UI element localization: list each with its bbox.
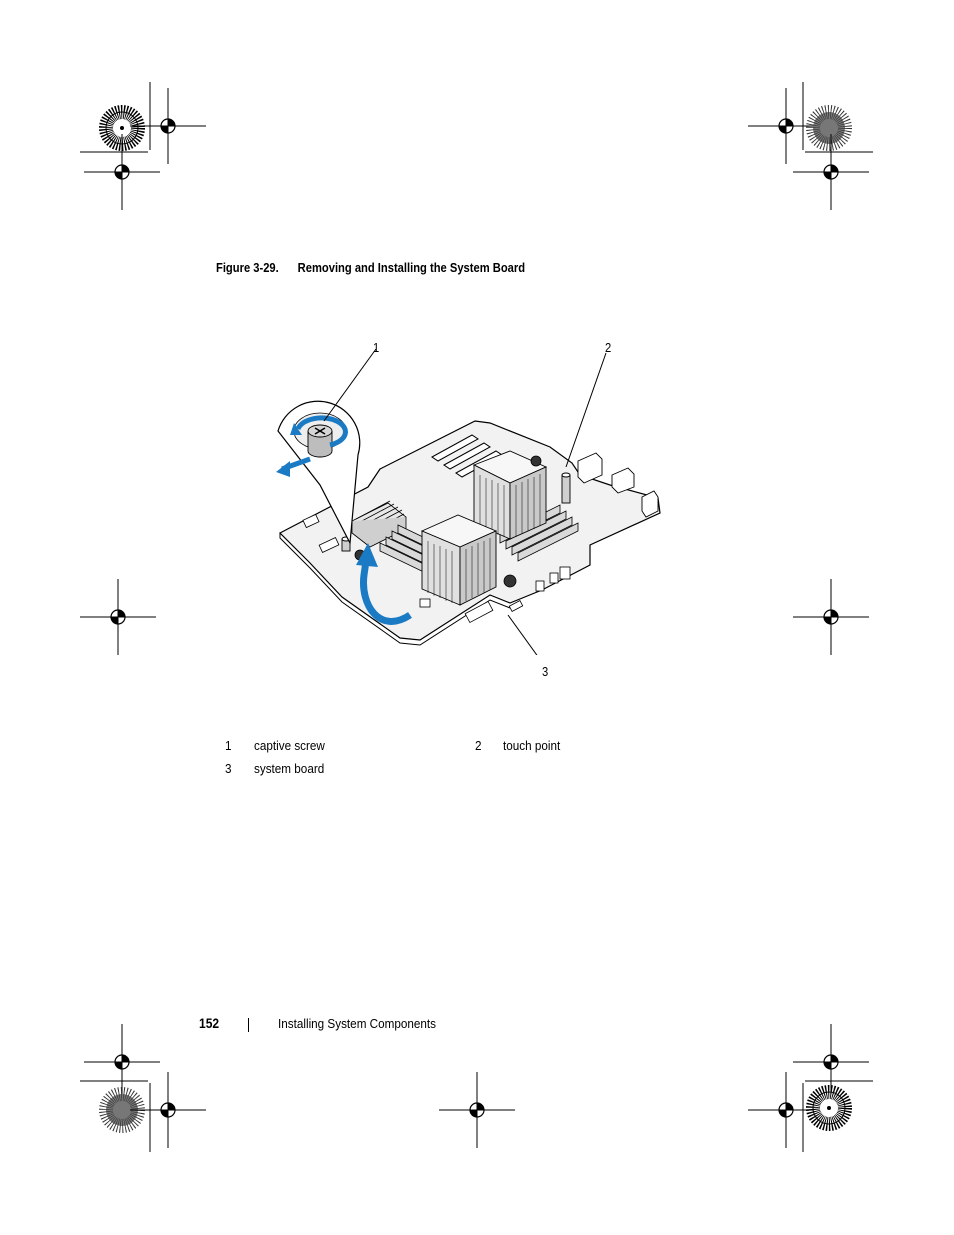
processor-heatsink-1 xyxy=(472,450,548,540)
board-components xyxy=(302,455,571,624)
legend-text: touch point xyxy=(503,738,561,753)
rear-connectors xyxy=(577,452,659,518)
figure-title: Removing and Installing the System Board xyxy=(297,260,526,275)
legend-number: 1 xyxy=(225,738,232,753)
touch-point xyxy=(561,472,571,504)
legend-number: 3 xyxy=(225,761,232,776)
legend-text: captive screw xyxy=(254,738,325,753)
callout-2: 2 xyxy=(605,340,612,355)
expansion-slots xyxy=(431,434,503,478)
lift-arrow-icon xyxy=(360,560,412,625)
footer-section-title: Installing System Components xyxy=(278,1016,437,1031)
system-board-illustration xyxy=(276,348,661,655)
page-number: 152 xyxy=(199,1015,220,1031)
captive-screw-on-board xyxy=(341,536,351,552)
figure-label: Figure 3-29. xyxy=(216,260,279,275)
callout-1: 1 xyxy=(373,340,380,355)
processor-heatsink-2 xyxy=(420,514,498,606)
rotate-arrow-icon xyxy=(295,415,348,448)
footer-divider xyxy=(248,1018,249,1032)
legend-number: 2 xyxy=(475,738,482,753)
chipset-heatsink xyxy=(351,500,407,548)
callout-3: 3 xyxy=(542,664,549,679)
legend-text: system board xyxy=(254,761,325,776)
captive-screw-inset xyxy=(276,400,361,546)
figure-caption: Figure 3-29. Removing and Installing the … xyxy=(216,260,525,275)
